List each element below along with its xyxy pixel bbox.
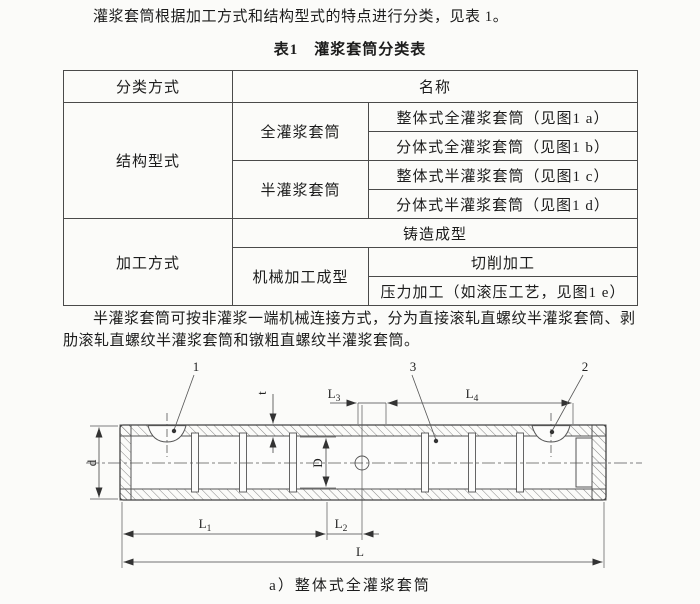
cell-machining: 机械加工成型 xyxy=(232,247,369,306)
dim-L4-label: L4 xyxy=(466,386,479,404)
dim-t-label: t xyxy=(254,391,269,395)
half-sleeve-paragraph: 半灌浆套筒可按非灌浆一端机械连接方式，分为直接滚轧直螺纹半灌浆套筒、剥肋滚轧直螺… xyxy=(63,311,636,349)
cell-half-integral: 整体式半灌浆套筒（见图1 c） xyxy=(367,160,639,190)
dim-d-label: d xyxy=(84,459,99,466)
table-row: 结构型式 全灌浆套筒 整体式全灌浆套筒（见图1 a） xyxy=(63,102,639,219)
table-title: 表1 灌浆套筒分类表 xyxy=(273,42,427,58)
dim-L-label: L xyxy=(356,544,364,559)
sleeve-bore xyxy=(131,436,592,489)
intro-paragraph: 灌浆套筒根据加工方式和结构型式的特点进行分类，见表 1。 xyxy=(93,9,509,25)
header-name: 名称 xyxy=(231,70,639,103)
figure-caption: a）整体式全灌浆套筒 xyxy=(269,578,431,594)
cell-cutting: 切削加工 xyxy=(367,247,639,277)
table-row: 加工方式 铸造成型 xyxy=(63,218,639,306)
dim-d xyxy=(90,425,118,500)
shear-groove xyxy=(468,432,476,493)
shear-grooves xyxy=(191,432,524,493)
callout-2-label: 2 xyxy=(582,359,589,374)
dim-top-extensions xyxy=(357,403,574,424)
classification-table: 分类方式 名称 结构型式 全灌浆套筒 整体式全灌浆套筒（见图1 a） 分体式全灌… xyxy=(63,70,639,306)
cell-full-integral: 整体式全灌浆套筒（见图1 a） xyxy=(367,102,639,132)
callout-2-dot xyxy=(549,429,555,435)
table-row: 分体式半灌浆套筒（见图1 d） xyxy=(64,189,639,219)
table-row: 分体式全灌浆套筒（见图1 b） xyxy=(64,131,639,161)
cell-pressure: 压力加工（如滚压工艺，见图1 e） xyxy=(367,276,639,306)
table-header-row: 分类方式 名称 xyxy=(63,70,639,103)
dim-D-label: D xyxy=(310,458,325,467)
sleeve-right-wall xyxy=(591,424,607,501)
callout-2-leader xyxy=(551,374,584,432)
table-row: 半灌浆套筒 整体式半灌浆套筒（见图1 c） xyxy=(64,160,639,219)
dim-D xyxy=(300,436,336,489)
sleeve-outline xyxy=(119,424,607,501)
cell-structure-type: 结构型式 xyxy=(63,102,233,219)
port-centerlines xyxy=(166,413,552,457)
end-stop-insert xyxy=(575,437,593,488)
callout-3-label: 3 xyxy=(410,359,417,374)
sleeve-left-wall xyxy=(119,424,132,501)
cell-half-grout: 半灌浆套筒 xyxy=(232,160,369,219)
cell-half-split: 分体式半灌浆套筒（见图1 d） xyxy=(367,189,639,219)
callout-3-dot xyxy=(433,438,439,444)
cell-full-grout: 全灌浆套筒 xyxy=(232,102,369,161)
callout-1-dot xyxy=(171,428,177,434)
shear-groove xyxy=(191,432,199,493)
table-row: 压力加工（如滚压工艺，见图1 e） xyxy=(64,276,639,306)
callout-1-leader xyxy=(173,374,195,431)
callout-leaders xyxy=(173,374,584,441)
sleeve-section-figure: t L3 L4 d D L1 L2 L xyxy=(84,359,642,568)
dim-L3-label: L3 xyxy=(328,386,341,404)
cell-process-type: 加工方式 xyxy=(63,218,233,306)
dim-L2-label: L2 xyxy=(335,516,348,534)
shear-groove xyxy=(516,432,524,493)
cell-casting: 铸造成型 xyxy=(231,218,639,248)
callout-1-label: 1 xyxy=(193,359,200,374)
shear-groove xyxy=(289,432,297,493)
callout-dots xyxy=(171,428,555,444)
callout-3-leader xyxy=(411,374,437,441)
shear-groove xyxy=(421,432,429,493)
dim-L1-label: L1 xyxy=(199,516,212,534)
shear-groove xyxy=(239,432,247,493)
cell-full-split: 分体式全灌浆套筒（见图1 b） xyxy=(367,131,639,161)
header-classification: 分类方式 xyxy=(63,70,233,103)
